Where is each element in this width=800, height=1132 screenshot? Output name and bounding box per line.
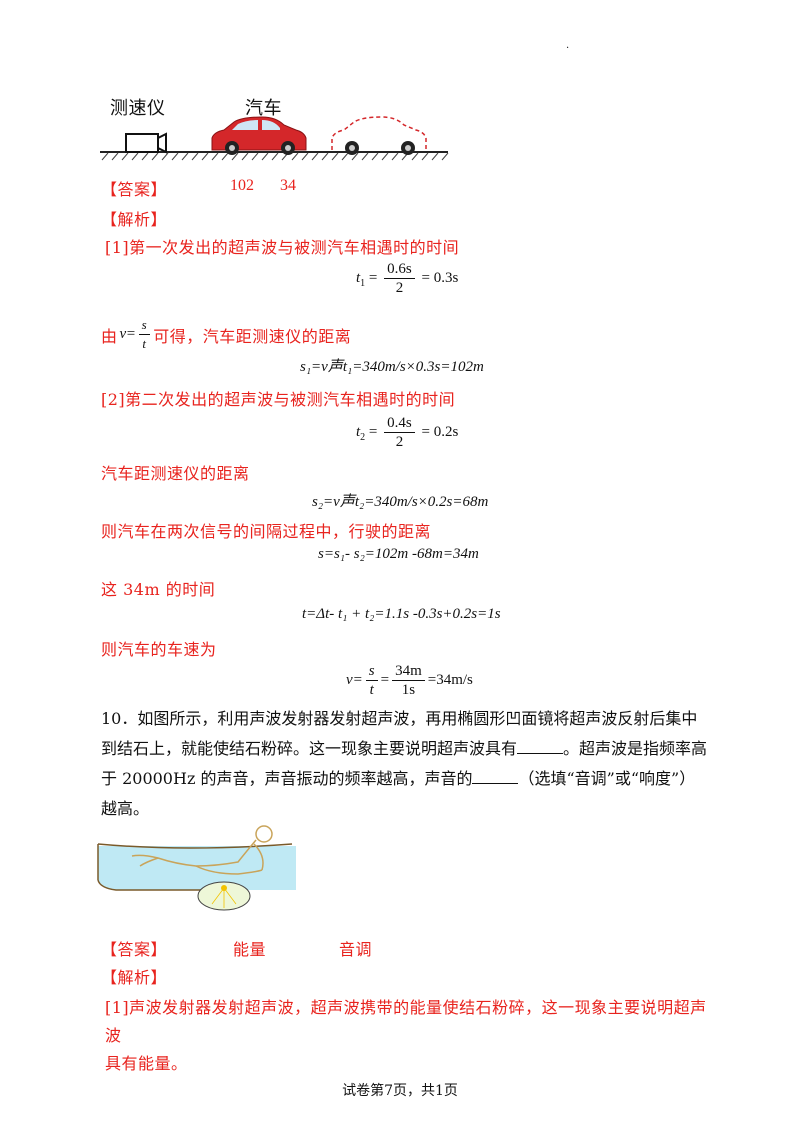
step-from-suffix: 可得，汽车距测速仪的距离: [153, 326, 352, 346]
eq3-lhs-sub: 2: [360, 431, 366, 443]
eq1-result: = 0.3s: [421, 269, 459, 286]
analysis-label: 【解析】: [101, 210, 168, 229]
eq3-denominator: 2: [395, 434, 404, 450]
answer-label: 【答案】: [101, 180, 168, 199]
analysis-step-6: 则汽车的车速为: [101, 640, 217, 659]
analysis-step-4: 则汽车在两次信号的间隔过程中，行驶的距离: [101, 522, 432, 541]
q10-answer-value-1: 能量: [233, 940, 267, 959]
q10-analysis-line-1: [1]声波发射器发射超声波，超声波携带的能量使结石粉碎，这一现象主要说明超声波: [105, 998, 707, 1045]
step-from-prefix: 由: [101, 326, 118, 346]
answer-blank-2: [472, 769, 519, 784]
eq3-numerator: 0.4s: [384, 414, 415, 433]
q10-analysis-label: 【解析】: [101, 968, 168, 987]
speed-measurement-figure: 测速仪 汽车: [100, 92, 450, 162]
top-dot: .: [566, 40, 570, 51]
eq7-den2: 1s: [401, 682, 416, 698]
lithotripsy-figure: [97, 825, 296, 911]
analysis-step-3: 汽车距测速仪的距离: [101, 464, 250, 483]
equation-s2: s₂=v声t₂=340m/s×0.2s=68m: [312, 494, 489, 510]
question-10: 10．如图所示，利用声波发射器发射超声波，再用椭圆形凹面镜将超声波反射后集中 到…: [101, 704, 721, 824]
equation-s1: s₁=v声t₁=340m/s×0.3s=102m: [300, 359, 484, 375]
q10-line-1: 10．如图所示，利用声波发射器发射超声波，再用椭圆形凹面镜将超声波反射后集中: [101, 709, 698, 728]
eq7-result: =34m/s: [427, 672, 473, 688]
answer-blank-1: [517, 739, 564, 754]
eq3-result: = 0.2s: [421, 423, 459, 440]
step-from-v: v: [119, 326, 127, 342]
q10-line-3: 于 20000Hz 的声音，声音振动的频率越高，声音的（选填“音调”或“响度”）: [101, 769, 696, 788]
eq1-denominator: 2: [395, 280, 404, 296]
equation-time: t=Δt- t₁ + t₂=1.1s -0.3s+0.2s=1s: [302, 606, 501, 622]
eq7-equals: =: [380, 672, 390, 688]
step-from-den: t: [142, 336, 147, 351]
q10-answer-value-2: 音调: [339, 940, 373, 959]
q10-answer-label: 【答案】: [101, 940, 168, 959]
eq1-numerator: 0.6s: [384, 260, 415, 279]
q10-line-2: 到结石上，就能使结石粉碎。这一现象主要说明超声波具有。超声波是指频率高: [101, 739, 708, 758]
analysis-step-5: 这 34m 的时间: [101, 580, 216, 599]
step-from-num: s: [138, 316, 151, 335]
q10-line-4: 越高。: [101, 799, 150, 818]
eq1-lhs-sub: 1: [360, 277, 366, 289]
q10-analysis-line-2: 具有能量。: [105, 1054, 188, 1073]
eq7-den1: t: [369, 682, 374, 698]
figure-drawing: [100, 116, 449, 161]
equation-distance: s=s₁- s₂=102m -68m=34m: [318, 546, 479, 562]
eq7-lhs: v=: [346, 672, 363, 688]
answer-value-2: 34: [280, 177, 296, 194]
eq7-num2: 34m: [392, 662, 425, 681]
analysis-step-2: [2]第二次发出的超声波与被测汽车相遇时的时间: [101, 390, 456, 409]
eq1-lhs: t: [356, 269, 361, 286]
eq3-lhs: t: [356, 423, 361, 440]
answer-value-1: 102: [230, 177, 254, 194]
device-label: 测速仪: [110, 98, 166, 119]
analysis-step-1: [1]第一次发出的超声波与被测汽车相遇时的时间: [105, 238, 460, 257]
eq7-num1: s: [365, 662, 378, 681]
q10-analysis: [1]声波发射器发射超声波，超声波携带的能量使结石粉碎，这一现象主要说明超声波 …: [105, 994, 715, 1078]
car-label: 汽车: [245, 98, 282, 119]
page-footer: 试卷第7页，共1页: [342, 1083, 458, 1099]
